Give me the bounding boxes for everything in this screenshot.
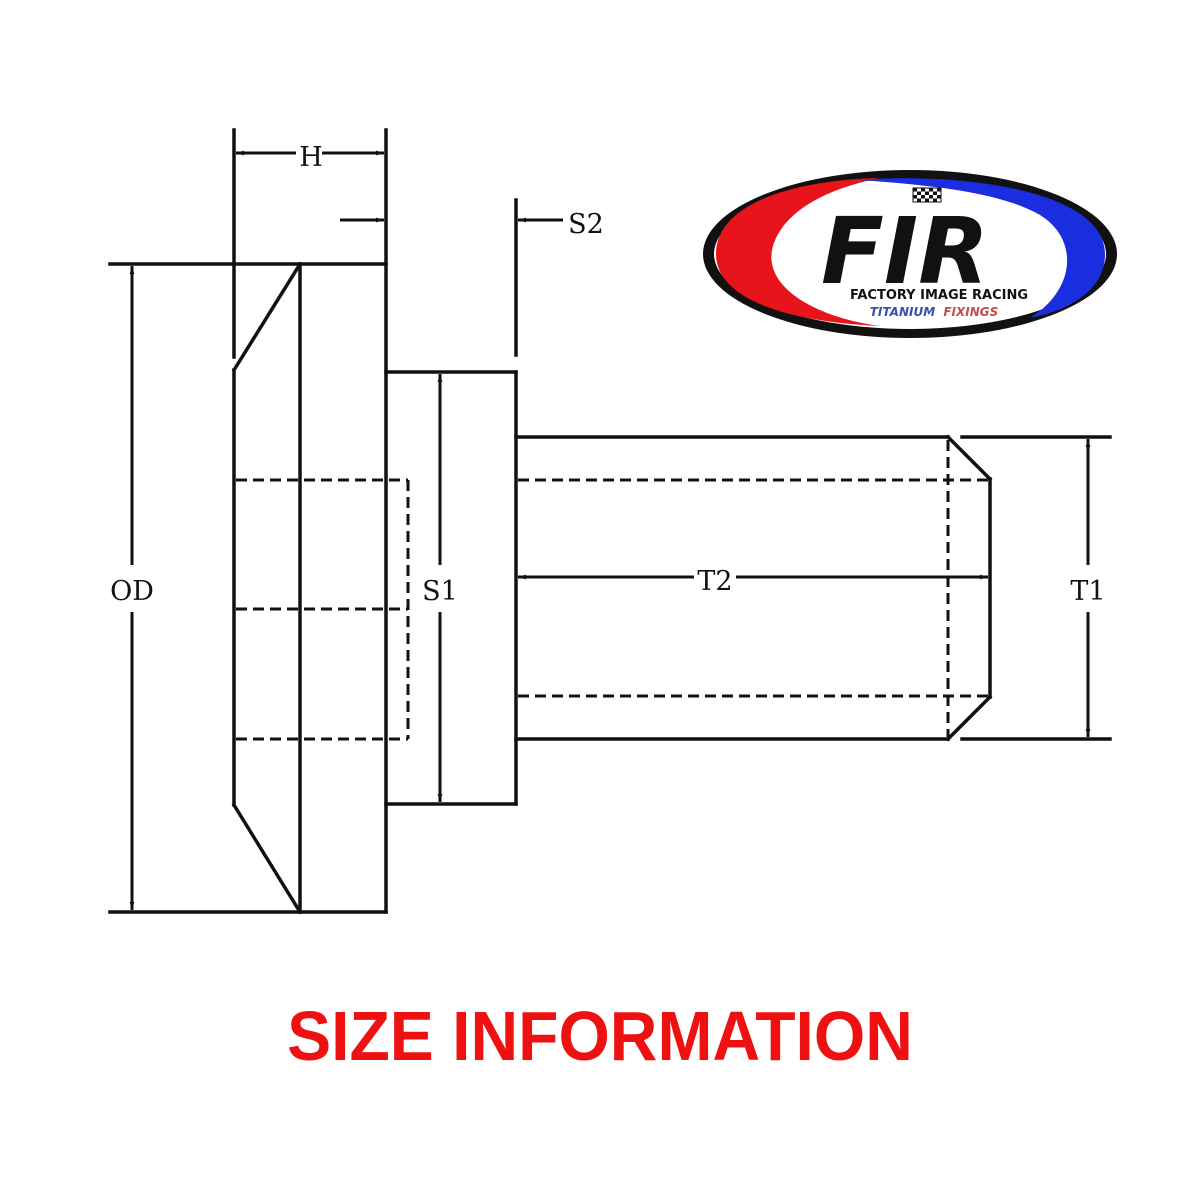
label-s1: S1	[422, 576, 458, 607]
logo-tagline-part1: TITANIUM	[870, 305, 935, 319]
size-information-heading: SIZE INFORMATION	[287, 997, 913, 1075]
bolt-flange	[384, 198, 518, 806]
label-od: OD	[110, 576, 154, 607]
bolt-shank	[514, 434, 1112, 742]
logo-company: FACTORY IMAGE RACING	[850, 288, 1028, 303]
logo-tagline-part2: FIXINGS	[943, 305, 998, 319]
bolt-head	[108, 128, 388, 915]
label-t2: T2	[697, 566, 732, 597]
fir-logo: FIR FACTORY IMAGE RACING TITANIUM FIXING…	[703, 170, 1117, 338]
label-h: H	[299, 142, 323, 173]
logo-tagline: TITANIUM FIXINGS	[870, 305, 999, 319]
label-t1: T1	[1070, 576, 1105, 607]
dimension-h	[236, 150, 384, 223]
label-s2: S2	[568, 209, 604, 240]
checkered-flag-icon	[912, 187, 942, 203]
logo-mark: FIR	[821, 198, 989, 305]
hidden-lines	[236, 440, 990, 741]
